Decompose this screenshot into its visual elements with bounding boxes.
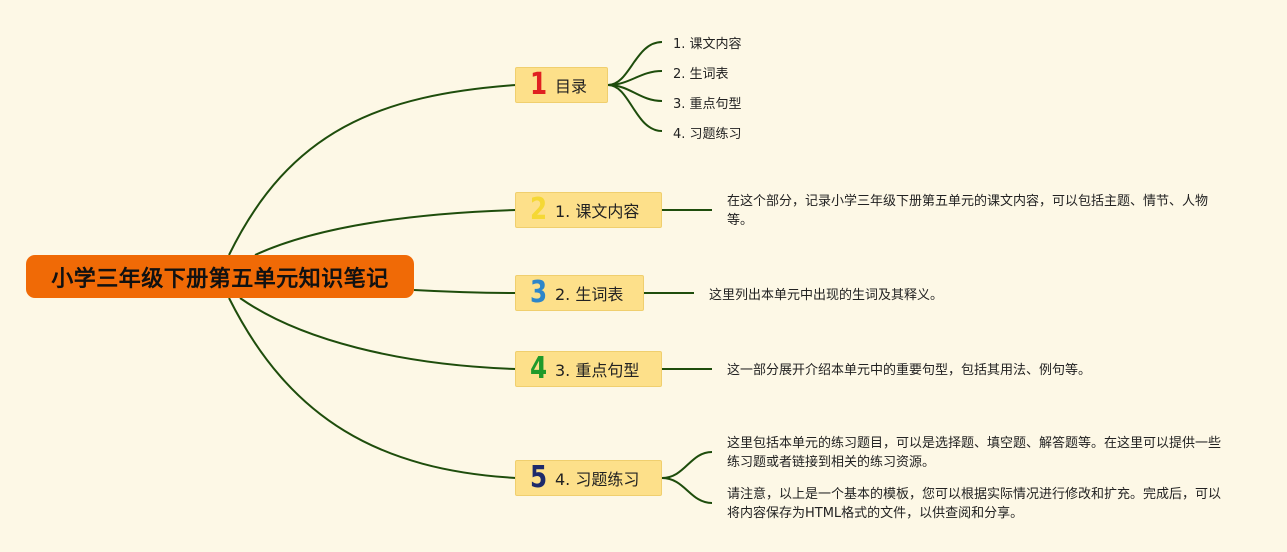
branch-label: 2. 生词表: [555, 285, 624, 304]
number-4-icon: 4: [530, 351, 548, 386]
number-5-icon: 5: [530, 460, 548, 495]
toc-item[interactable]: 2. 生词表: [673, 67, 729, 82]
link-root-vocab: [413, 289, 517, 294]
number-1-icon: 1: [530, 67, 548, 102]
note-template-hint[interactable]: 请注意，以上是一个基本的模板，您可以根据实际情况进行修改和扩充。完成后，可以将内…: [727, 487, 1222, 521]
branch-label: 3. 重点句型: [555, 361, 640, 380]
link-exercise-note-1: [661, 451, 713, 479]
number-3-icon: 3: [530, 275, 548, 310]
branch-label: 4. 习题练习: [555, 470, 640, 489]
root-topic[interactable]: 小学三年级下册第五单元知识笔记: [26, 255, 414, 298]
toc-item[interactable]: 1. 课文内容: [673, 37, 742, 52]
branch-exercises[interactable]: 5 4. 习题练习: [515, 460, 662, 496]
link-root-lesson: [254, 209, 517, 256]
toc-item[interactable]: 4. 习题练习: [673, 127, 742, 142]
number-2-icon: 2: [530, 192, 548, 227]
link-root-sentences: [239, 297, 517, 370]
note-exercises[interactable]: 这里包括本单元的练习题目，可以是选择题、填空题、解答题等。在这里可以提供一些练习…: [727, 436, 1222, 470]
branch-lesson-content[interactable]: 2 1. 课文内容: [515, 192, 662, 228]
branch-vocabulary[interactable]: 3 2. 生词表: [515, 275, 644, 311]
note-vocabulary[interactable]: 这里列出本单元中出现的生词及其释义。: [709, 288, 944, 303]
link-exercise-note-2: [661, 477, 713, 504]
toc-item[interactable]: 3. 重点句型: [673, 97, 742, 112]
note-key-sentences[interactable]: 这一部分展开介绍本单元中的重要句型，包括其用法、例句等。: [727, 363, 1092, 378]
branch-label: 1. 课文内容: [555, 202, 640, 221]
note-lesson-content[interactable]: 在这个部分，记录小学三年级下册第五单元的课文内容，可以包括主题、情节、人物等。: [727, 194, 1209, 228]
link-toc-4: [607, 84, 663, 132]
link-root-toc: [228, 84, 517, 256]
root-title: 小学三年级下册第五单元知识笔记: [51, 266, 389, 292]
branch-label: 目录: [555, 77, 588, 96]
branch-key-sentences[interactable]: 4 3. 重点句型: [515, 351, 662, 387]
branch-toc[interactable]: 1 目录: [515, 67, 608, 103]
link-root-exercise: [228, 297, 517, 479]
